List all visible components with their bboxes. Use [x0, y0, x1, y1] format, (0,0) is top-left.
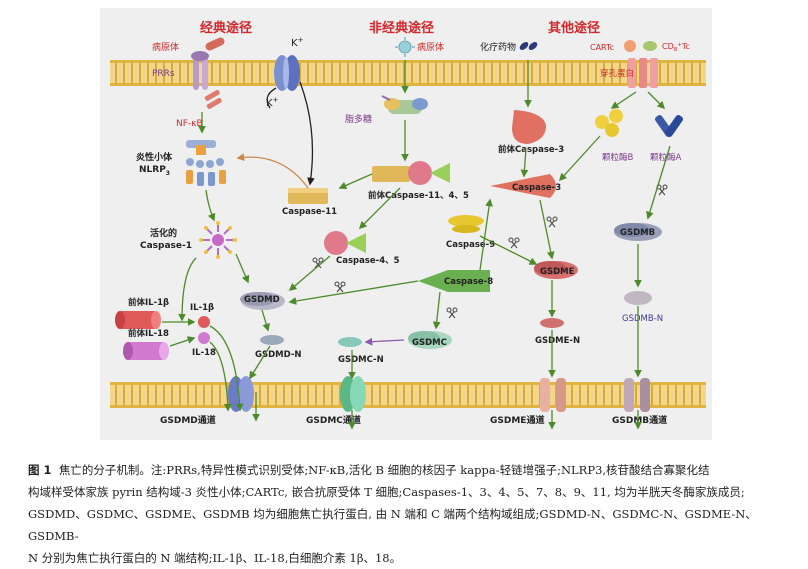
gsdmen-label: GSDME-N: [535, 336, 580, 346]
caption-line3: GSDMD、GSDMC、GSDME、GSDMB 均为细胞焦亡执行蛋白, 由 N …: [28, 507, 757, 543]
gsdmd-label: GSDMD: [244, 295, 280, 305]
caspase-4-5-icon: [324, 231, 366, 255]
il1b-icon: [198, 316, 210, 328]
cartc-label: CARTc: [590, 43, 614, 52]
procaspase-11-4-5-label: 前体Caspase-11、4、5: [368, 190, 469, 201]
caption-line1: 焦亡的分子机制。注:PRRs,特异性模式识别受体;NF-κB,活化 B 细胞的核…: [58, 463, 710, 477]
pathway-arrows: [162, 60, 671, 430]
gsdmd-protein: [240, 292, 285, 310]
heading-nonclassic: 非经典途径: [369, 20, 434, 36]
gsdmbn-protein: [624, 291, 652, 305]
pathogen-bacterium-icon: [205, 37, 225, 51]
chemo-drug-icon: [519, 42, 538, 50]
pro-il1b-cylinder: [115, 311, 161, 329]
caspase3-icon: [490, 174, 556, 198]
cd8tc-icon: [643, 41, 657, 51]
caspase9-label: Caspase-9: [446, 240, 495, 250]
lps-receptor-icon: [381, 95, 428, 114]
cartc-icon: [624, 40, 636, 52]
pyroptosis-mechanism-diagram: 经典途径 非经典途径 其他途径 病原体 PRRs NF-κB K+ K+ 炎性小…: [100, 8, 712, 440]
caspase3-label: Caspase-3: [512, 183, 561, 193]
gsdmen-protein: [540, 318, 564, 328]
granzymeB-icon: [595, 109, 623, 137]
nfkb-label: NF-κB: [176, 119, 203, 129]
caspase8-label: Caspase-8: [444, 277, 493, 287]
caspase9-icon: [448, 215, 484, 233]
granzymeB-label: 颗粒酶B: [602, 152, 634, 163]
caption-line2: 构域样受体家族 pyrin 结构域-3 炎性小体;CARTc, 嵌合抗原受体 T…: [28, 485, 745, 499]
gsdme-label: GSDME: [540, 267, 575, 277]
gsdmb-channel-label: GSDMB通道: [612, 414, 667, 426]
k-bottom-label: K+: [266, 96, 279, 109]
gsdmdn-label: GSDMD-N: [255, 350, 301, 360]
cd8tc-label: CD8+Tc: [662, 42, 690, 53]
caspase8-icon: [418, 270, 490, 292]
heading-other: 其他途径: [548, 20, 600, 36]
pathogen2-label: 病原体: [417, 41, 444, 53]
pathogen1-label: 病原体: [152, 41, 179, 53]
gsdmbn-label: GSDMB-N: [622, 314, 663, 324]
pro-il1b-label: 前体IL-1β: [128, 297, 169, 308]
il18-icon: [198, 332, 210, 344]
granzymeA-label: 颗粒酶A: [650, 152, 682, 163]
inflammasome-label: 炎性小体: [136, 151, 173, 163]
gsdmc-channel: [340, 376, 366, 412]
caspase1-label: Caspase-1: [140, 241, 192, 251]
gsdmc-label: GSDMC: [412, 338, 447, 348]
k-channel: [274, 55, 300, 91]
il1b-label: IL-1β: [190, 303, 214, 313]
scissors-icon: [656, 184, 668, 196]
gsdmcn-label: GSDMC-N: [338, 355, 384, 365]
pathogen2-icon: [395, 37, 415, 57]
prrs-receptor: [191, 51, 209, 90]
gsdmb-channel: [624, 378, 650, 412]
caption-label: 图 1: [28, 463, 52, 477]
gsdmb-protein: [614, 223, 662, 241]
chemo-label: 化疗药物: [480, 41, 516, 53]
scissors-icon: [446, 307, 458, 319]
nlrp3-inflammasome-icon: [186, 140, 226, 186]
scissors-icon: [334, 281, 346, 293]
perforin-label: 穿孔蛋白: [600, 68, 634, 79]
gsdme-protein: [534, 261, 578, 279]
procaspase-11-4-5-icon: [372, 161, 450, 185]
pro-il18-cylinder: [123, 342, 169, 360]
gsdmc-channel-label: GSDMC通道: [306, 414, 361, 426]
scissors-icon: [546, 216, 558, 228]
caspase1-active-icon: [199, 221, 237, 259]
caspase11-box: [288, 188, 328, 204]
figure-caption: 图 1 焦亡的分子机制。注:PRRs,特异性模式识别受体;NF-κB,活化 B …: [28, 459, 790, 569]
lps-label: 脂多糖: [345, 113, 372, 125]
nlrp3-label: NLRP3: [139, 165, 170, 177]
gsdmd-channel: [228, 376, 254, 412]
procaspase3-label: 前体Caspase-3: [498, 144, 564, 155]
nfkb-signal-icon: [204, 90, 222, 109]
gsdme-channel-label: GSDME通道: [490, 414, 544, 426]
scissors-icon: [508, 237, 520, 249]
il18-label: IL-18: [192, 348, 216, 358]
gsdme-channel: [540, 378, 566, 412]
caption-line4: N 分别为焦亡执行蛋白的 N 端结构;IL-1β、IL-18,白细胞介素 1β、…: [28, 551, 402, 565]
k-top-label: K+: [291, 36, 304, 49]
gsdmc-protein: [408, 331, 452, 349]
pro-il18-label: 前体IL-18: [128, 328, 169, 339]
gsdmd-channel-label: GSDMD通道: [160, 414, 216, 426]
granzymeA-icon: [655, 115, 683, 137]
top-membrane: [110, 60, 706, 86]
bottom-membrane: [110, 382, 706, 408]
activated-label: 活化的: [150, 227, 177, 239]
prrs-label: PRRs: [152, 69, 175, 79]
gsdmb-label: GSDMB: [620, 228, 655, 238]
heading-classic: 经典途径: [200, 20, 252, 36]
gsdmcn-protein: [338, 337, 362, 347]
caspase11-label: Caspase-11: [282, 207, 337, 217]
caspase-4-5-label: Caspase-4、5: [336, 256, 400, 266]
procaspase3-icon: [512, 110, 546, 144]
gsdmdn-protein: [260, 335, 284, 345]
perforin-pore: [628, 58, 658, 88]
